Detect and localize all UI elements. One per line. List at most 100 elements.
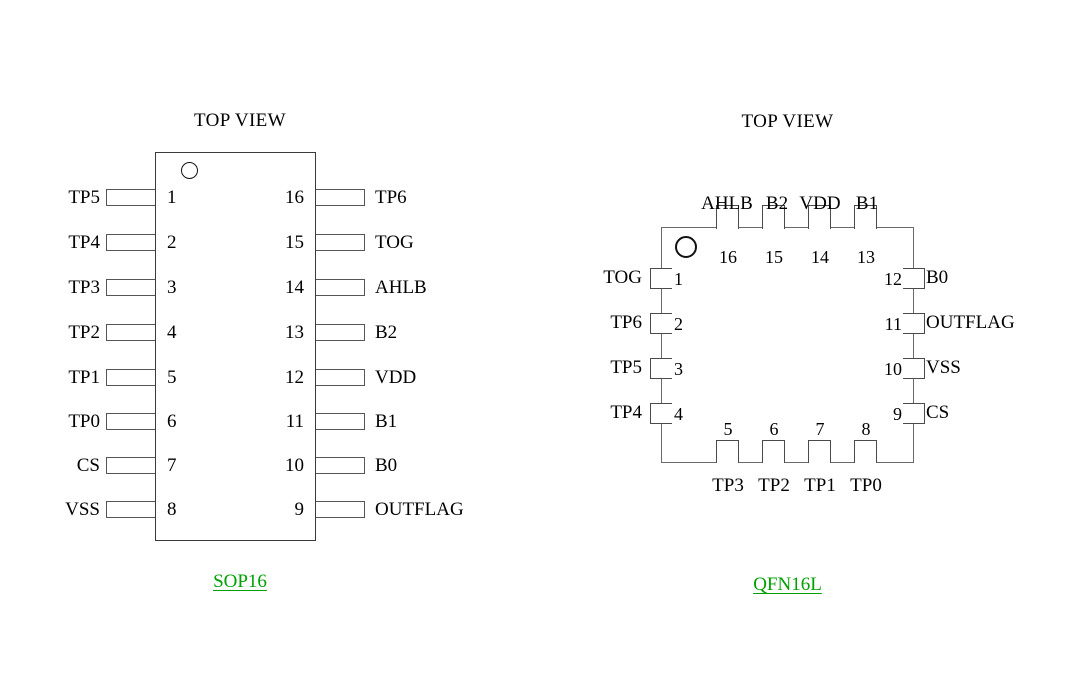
sop16-lead-6 xyxy=(106,413,156,430)
sop16-lead-12 xyxy=(315,369,365,386)
qfn16l-pin-name-9: CS xyxy=(926,402,950,423)
qfn16l-pin-name-14: VDD xyxy=(799,193,841,214)
sop16-pin-name-2: TP4 xyxy=(68,232,100,253)
qfn16l-pin-number-4: 4 xyxy=(674,404,683,424)
sop16-pin-number-11: 11 xyxy=(285,411,304,432)
sop16-lead-8 xyxy=(106,501,156,518)
sop16-top-view-title: TOP VIEW xyxy=(193,110,287,131)
qfn16l-package-label-link[interactable]: QFN16L xyxy=(753,574,822,595)
sop16-pin-name-13: B2 xyxy=(375,322,398,343)
qfn16l-pin-number-9: 9 xyxy=(893,404,902,424)
qfn16l-pin-number-15: 15 xyxy=(765,247,783,267)
sop16-pin-number-2: 2 xyxy=(167,232,177,253)
sop16-lead-13 xyxy=(315,324,365,341)
qfn16l-pad-12 xyxy=(903,268,925,289)
sop16-pin1-marker-circle xyxy=(181,162,198,179)
sop16-pin-number-8: 8 xyxy=(167,499,177,520)
qfn16l-pad-7 xyxy=(808,440,831,463)
qfn16l-pin-number-6: 6 xyxy=(769,419,779,439)
qfn16l-pin-number-14: 14 xyxy=(811,247,829,267)
qfn16l-pin-number-1: 1 xyxy=(674,269,683,289)
qfn16l-pad-8 xyxy=(854,440,877,463)
qfn16l-pin-name-8: TP0 xyxy=(850,475,882,496)
sop16-lead-10 xyxy=(315,457,365,474)
qfn16l-pin-name-16: AHLB xyxy=(701,193,753,214)
qfn16l-pin-number-16: 16 xyxy=(719,247,737,267)
qfn16l-pin-number-12: 12 xyxy=(884,269,902,289)
sop16-lead-14 xyxy=(315,279,365,296)
sop16-lead-7 xyxy=(106,457,156,474)
sop16-pin-number-4: 4 xyxy=(167,322,177,343)
sop16-pin-name-3: TP3 xyxy=(68,277,100,298)
sop16-pin-name-1: TP5 xyxy=(68,187,100,208)
sop16-pin-number-14: 14 xyxy=(285,277,304,298)
package-diagram-sop16: TOP VIEW TP5 TP4 TP3 TP2 TP1 TP0 CS VSS … xyxy=(0,0,520,694)
sop16-pin-name-4: TP2 xyxy=(68,322,100,343)
sop16-pin-name-14: AHLB xyxy=(375,277,427,298)
sop16-pin-number-3: 3 xyxy=(167,277,177,298)
qfn16l-pad-4 xyxy=(650,403,672,424)
sop16-pin-name-15: TOG xyxy=(375,232,414,253)
qfn16l-pad-11 xyxy=(903,313,925,334)
sop16-pin-name-8: VSS xyxy=(65,499,100,520)
sop16-pin-name-9: OUTFLAG xyxy=(375,499,464,520)
qfn16l-pin-number-13: 13 xyxy=(857,247,875,267)
qfn16l-pin-name-5: TP3 xyxy=(712,475,744,496)
qfn16l-pad-5 xyxy=(716,440,739,463)
sop16-pin-number-9: 9 xyxy=(294,499,305,520)
qfn16l-pad-6 xyxy=(762,440,785,463)
sop16-lead-15 xyxy=(315,234,365,251)
sop16-lead-3 xyxy=(106,279,156,296)
qfn16l-pad-3 xyxy=(650,358,672,379)
sop16-body-outline xyxy=(155,152,316,541)
qfn16l-pin-name-15: B2 xyxy=(765,193,789,214)
sop16-lead-11 xyxy=(315,413,365,430)
qfn16l-pad-1 xyxy=(650,268,672,289)
sop16-lead-4 xyxy=(106,324,156,341)
sop16-lead-1 xyxy=(106,189,156,206)
sop16-pin-name-11: B1 xyxy=(375,411,398,432)
qfn16l-body-outline xyxy=(661,227,914,463)
sop16-pin-number-10: 10 xyxy=(285,455,304,476)
qfn16l-pad-10 xyxy=(903,358,925,379)
qfn16l-pin-number-10: 10 xyxy=(884,359,902,379)
sop16-pin-number-12: 12 xyxy=(285,367,304,388)
sop16-pin-name-10: B0 xyxy=(375,455,398,476)
sop16-pin-number-7: 7 xyxy=(167,455,177,476)
qfn16l-pin-name-7: TP1 xyxy=(804,475,836,496)
qfn16l-pin-name-10: VSS xyxy=(926,357,961,378)
sop16-pin-name-7: CS xyxy=(76,455,100,476)
sop16-pin-number-16: 16 xyxy=(285,187,304,208)
qfn16l-pin-name-2: TP6 xyxy=(610,312,642,333)
sop16-pin-name-16: TP6 xyxy=(375,187,407,208)
qfn16l-pad-9 xyxy=(903,403,925,424)
qfn16l-pin-name-4: TP4 xyxy=(610,402,642,423)
qfn16l-pin-name-1: TOG xyxy=(603,267,642,288)
sop16-pin-number-1: 1 xyxy=(167,187,177,208)
qfn16l-package-label-wrapper: QFN16L xyxy=(650,574,925,596)
sop16-pin-name-5: TP1 xyxy=(68,367,100,388)
qfn16l-pad-13 xyxy=(854,205,877,229)
qfn16l-pin-name-12: B0 xyxy=(926,267,949,288)
sop16-package-label-link[interactable]: SOP16 xyxy=(213,571,267,592)
sop16-pin-name-6: TP0 xyxy=(68,411,100,432)
qfn16l-pin-name-6: TP2 xyxy=(758,475,790,496)
qfn16l-pad-2 xyxy=(650,313,672,334)
qfn16l-pin-number-5: 5 xyxy=(723,419,733,439)
sop16-lead-9 xyxy=(315,501,365,518)
qfn16l-pin-number-7: 7 xyxy=(815,419,825,439)
sop16-lead-16 xyxy=(315,189,365,206)
qfn16l-pad-16 xyxy=(716,205,739,229)
qfn16l-pin1-marker-circle xyxy=(675,236,697,258)
qfn16l-pin-number-8: 8 xyxy=(861,419,871,439)
qfn16l-pin-number-3: 3 xyxy=(674,359,683,379)
qfn16l-pin-name-3: TP5 xyxy=(610,357,642,378)
sop16-lead-2 xyxy=(106,234,156,251)
sop16-lead-5 xyxy=(106,369,156,386)
qfn16l-pin-name-13: B1 xyxy=(855,193,879,214)
sop16-pin-number-13: 13 xyxy=(285,322,304,343)
qfn16l-pin-number-2: 2 xyxy=(674,314,683,334)
sop16-package-label-wrapper: SOP16 xyxy=(95,571,385,593)
qfn16l-top-view-title: TOP VIEW xyxy=(741,111,834,132)
